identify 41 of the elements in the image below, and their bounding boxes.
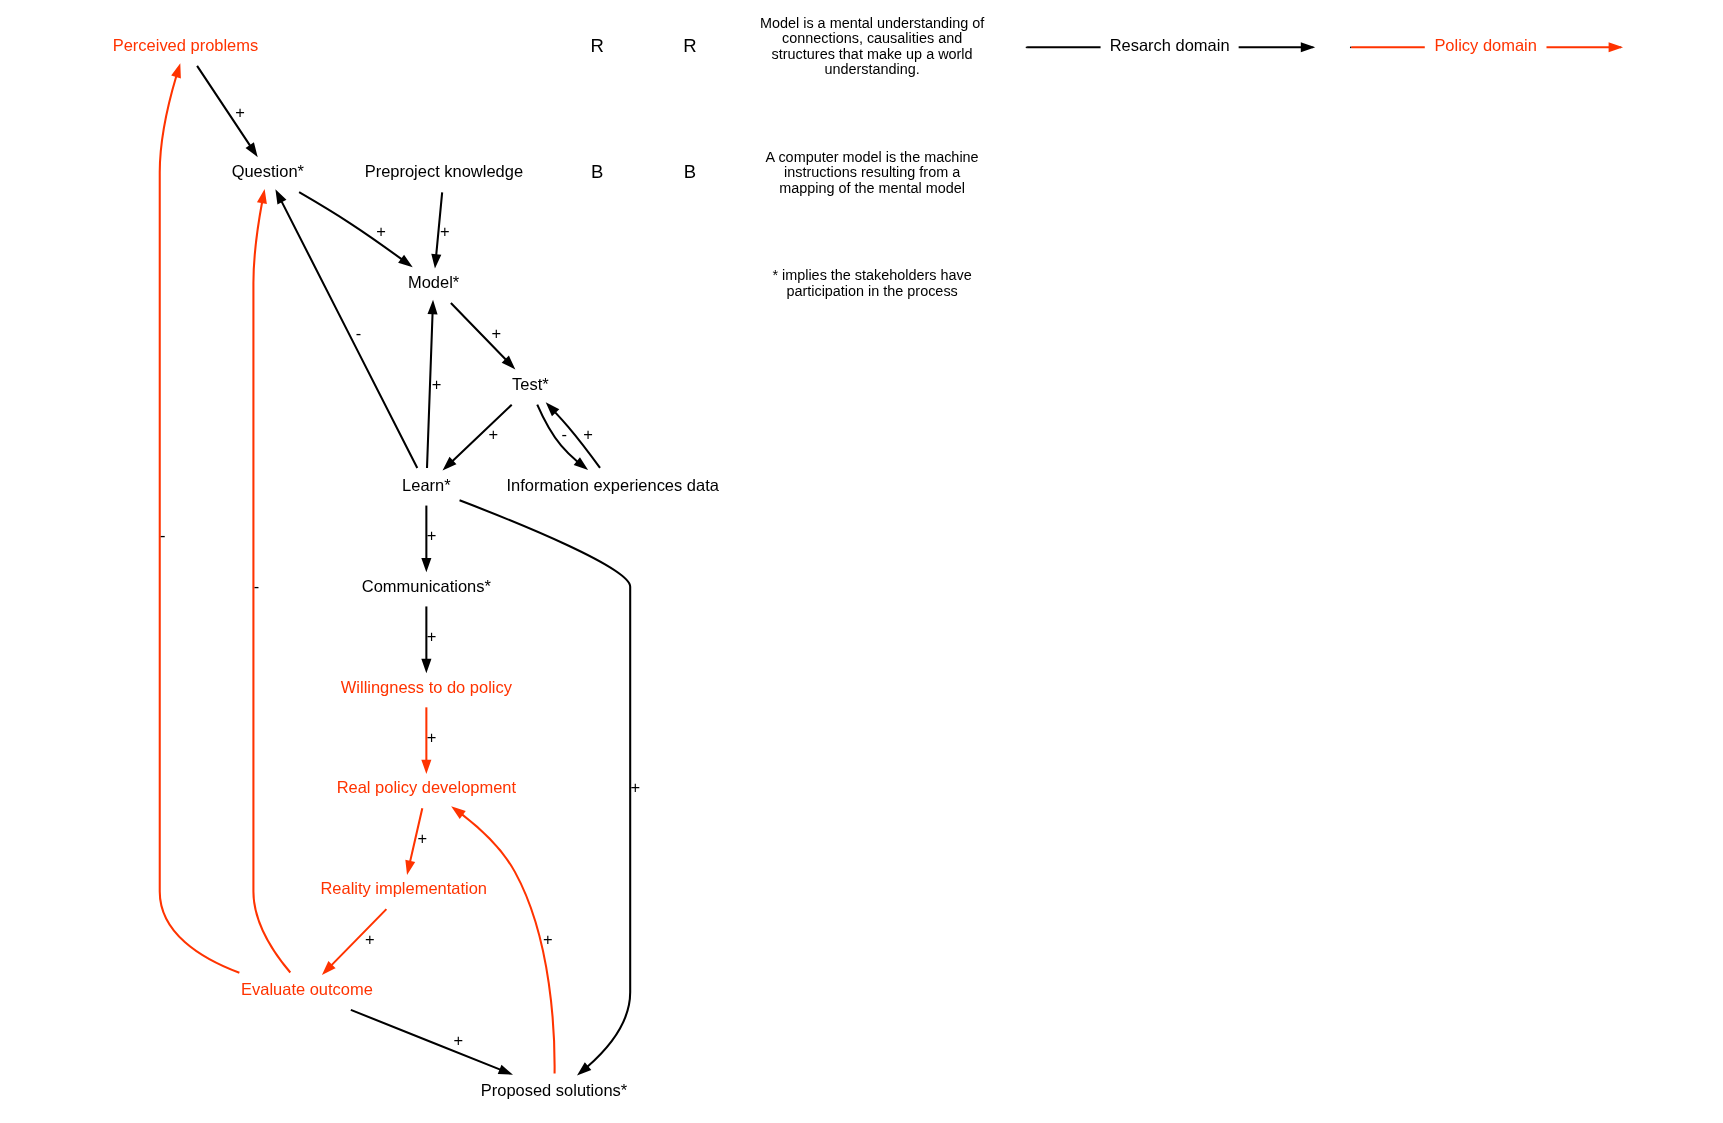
node-text: Preproject knowledge — [364, 162, 523, 181]
node-text: Perceived problems — [112, 36, 258, 55]
edge-label: + — [431, 374, 441, 393]
label: B — [683, 160, 696, 182]
edge-label: + — [487, 425, 498, 444]
edge-label: - — [159, 526, 166, 545]
label: B — [590, 160, 603, 182]
node-text: Willingness to do policy — [340, 677, 512, 696]
node-text: Information experiences data — [506, 475, 719, 494]
edge-label: + — [491, 324, 501, 343]
edge-label: + — [416, 828, 427, 847]
label: R — [590, 34, 604, 56]
edge-label: + — [439, 221, 450, 240]
edge-label: + — [426, 627, 436, 646]
label: * implies the stakeholders have participation in the process — [771, 267, 972, 299]
edge-label: + — [630, 778, 640, 797]
node-text: Question* — [231, 162, 304, 181]
edge-label: + — [375, 221, 386, 240]
label: Model is a mental understanding of connections, causalities and structures that make up a world understanding. — [759, 14, 984, 78]
node-text: Learn* — [401, 475, 451, 494]
label: R — [682, 34, 697, 56]
edge-label: + — [542, 929, 553, 948]
edge-label: - — [561, 425, 567, 444]
label: A computer model is the machine instructions resulting from a mapping of the mental model — [765, 148, 979, 196]
node-text: Real policy development — [336, 778, 516, 797]
edge-label: - — [253, 576, 259, 595]
edge-label: + — [452, 1030, 463, 1049]
node-text: Evaluate outcome — [240, 980, 373, 999]
legend-label: Resarch domain — [1109, 36, 1230, 55]
edge-label: + — [426, 727, 436, 746]
edge-label: + — [426, 526, 436, 545]
node-text: Proposed solutions* — [480, 1081, 627, 1100]
node-text: Model* — [407, 272, 459, 291]
node-text: Communications* — [361, 576, 491, 595]
node-text: Test* — [511, 374, 549, 393]
edge-label: + — [364, 929, 375, 948]
edge-label: - — [355, 324, 361, 343]
legend-label: Policy domain — [1433, 36, 1537, 55]
edge-label: + — [234, 103, 245, 122]
node-text: Reality implementation — [319, 879, 487, 898]
edge-label: + — [582, 425, 593, 444]
